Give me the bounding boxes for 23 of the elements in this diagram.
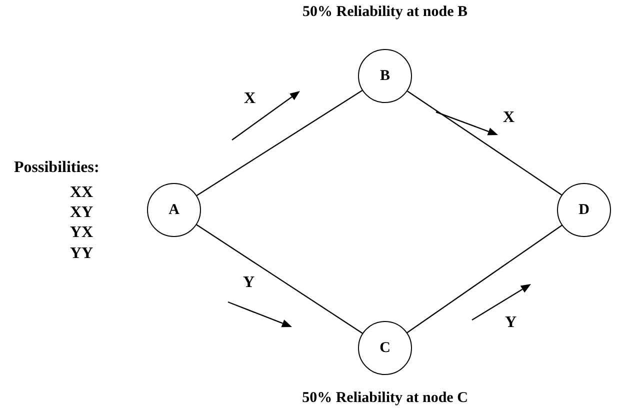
connector-line xyxy=(407,90,562,196)
node-circle xyxy=(358,321,412,375)
text-label: Possibilities: xyxy=(14,159,100,177)
connector-line xyxy=(406,224,562,334)
node-label: A xyxy=(168,202,180,218)
text-label: X xyxy=(244,90,256,108)
node-caption: 50% Reliability at node C xyxy=(302,390,468,407)
text-label: Y xyxy=(505,314,517,332)
text-label: YY xyxy=(70,245,94,263)
text-label: Y xyxy=(243,274,255,292)
connector-line xyxy=(196,90,363,196)
node-label: B xyxy=(380,68,390,84)
text-label: XX xyxy=(70,184,94,202)
node-caption: 50% Reliability at node B xyxy=(302,4,468,21)
node-label: D xyxy=(578,202,590,218)
node-circle xyxy=(557,183,611,237)
text-label: X xyxy=(503,109,515,127)
node-label: C xyxy=(380,340,390,356)
connector-line xyxy=(196,224,363,334)
node-circle xyxy=(147,183,201,237)
text-label: XY xyxy=(70,204,94,222)
node-circle xyxy=(358,49,412,103)
text-label: YX xyxy=(70,224,94,242)
